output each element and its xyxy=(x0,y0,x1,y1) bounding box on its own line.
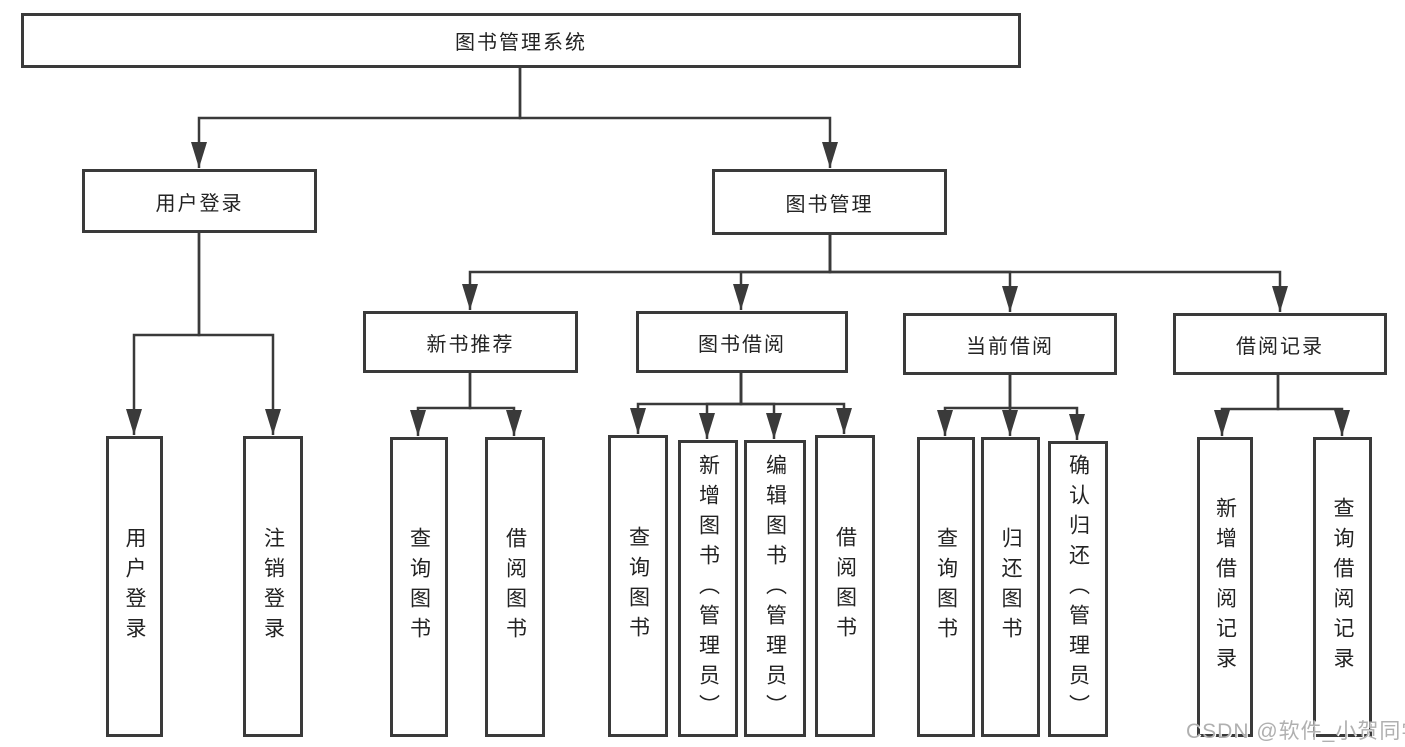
node-label-borrow-records: 借阅记录 xyxy=(1236,335,1324,358)
node-leaf-rec-borrow: 借阅图书 xyxy=(485,437,545,737)
node-label-leaf-login: 用户登录 xyxy=(123,526,146,647)
node-leaf-log-query: 查询借阅记录 xyxy=(1313,437,1372,737)
edge-book-borrow-to-leaf-bb-query xyxy=(630,373,743,434)
node-leaf-bb-add: 新增图书（管理员） xyxy=(678,440,738,737)
node-label-book-borrow: 图书借阅 xyxy=(698,333,786,356)
node-label-current-borrow: 当前借阅 xyxy=(966,335,1054,358)
node-label-leaf-bb-edit: 编辑图书（管理员） xyxy=(763,453,787,724)
node-book-borrow: 图书借阅 xyxy=(636,311,848,373)
node-leaf-bb-query: 查询图书 xyxy=(608,435,668,737)
edge-book-borrow-to-leaf-bb-edit xyxy=(739,373,782,439)
edge-book-borrow-to-leaf-bb-add xyxy=(699,373,743,439)
edge-borrow-records-to-leaf-log-add xyxy=(1214,375,1280,436)
csdn-watermark: CSDN @软件_小贺同学 xyxy=(1186,720,1405,743)
node-new-book-rec: 新书推荐 xyxy=(363,311,578,373)
node-borrow-records: 借阅记录 xyxy=(1173,313,1387,375)
edge-book-mgmt-to-new-book-rec xyxy=(462,235,832,310)
edge-current-borrow-to-leaf-cur-query xyxy=(937,375,1012,436)
node-leaf-rec-query: 查询图书 xyxy=(390,437,448,737)
node-label-leaf-log-query: 查询借阅记录 xyxy=(1331,497,1354,677)
node-label-system: 图书管理系统 xyxy=(455,32,587,54)
node-system: 图书管理系统 xyxy=(21,13,1021,68)
node-leaf-bb-borrow: 借阅图书 xyxy=(815,435,875,737)
node-user-login: 用户登录 xyxy=(82,169,317,233)
edge-system-to-book-mgmt xyxy=(518,68,838,168)
edge-book-mgmt-to-book-borrow xyxy=(733,235,832,310)
edge-book-borrow-to-leaf-bb-borrow xyxy=(739,373,852,434)
node-leaf-cur-query: 查询图书 xyxy=(917,437,975,737)
node-label-new-book-rec: 新书推荐 xyxy=(426,333,515,356)
node-current-borrow: 当前借阅 xyxy=(903,313,1117,375)
edge-new-book-rec-to-leaf-rec-query xyxy=(410,373,472,436)
edge-system-to-user-login xyxy=(191,68,522,168)
node-leaf-cur-confirm: 确认归还（管理员） xyxy=(1048,441,1108,737)
node-label-leaf-logout: 注销登录 xyxy=(261,526,285,647)
node-leaf-log-add: 新增借阅记录 xyxy=(1197,437,1253,737)
node-leaf-login: 用户登录 xyxy=(106,436,163,737)
node-book-mgmt: 图书管理 xyxy=(712,169,947,235)
node-label-leaf-rec-query: 查询图书 xyxy=(407,527,431,647)
connector-edges xyxy=(126,68,1350,440)
node-label-leaf-cur-query: 查询图书 xyxy=(934,527,958,647)
node-leaf-logout: 注销登录 xyxy=(243,436,303,737)
node-label-user-login: 用户登录 xyxy=(155,192,244,215)
node-leaf-cur-return: 归还图书 xyxy=(981,437,1040,737)
edge-book-mgmt-to-borrow-records xyxy=(828,235,1288,312)
node-leaf-bb-edit: 编辑图书（管理员） xyxy=(744,440,806,737)
edge-new-book-rec-to-leaf-rec-borrow xyxy=(468,373,522,436)
node-label-leaf-bb-query: 查询图书 xyxy=(626,526,650,646)
edge-borrow-records-to-leaf-log-query xyxy=(1276,375,1350,436)
edge-book-mgmt-to-current-borrow xyxy=(828,235,1018,312)
node-label-book-mgmt: 图书管理 xyxy=(785,193,874,216)
node-label-leaf-bb-borrow: 借阅图书 xyxy=(833,526,857,646)
node-label-leaf-cur-return: 归还图书 xyxy=(999,527,1022,647)
edge-user-login-to-leaf-login xyxy=(126,233,201,435)
edge-current-borrow-to-leaf-cur-confirm xyxy=(1008,375,1085,440)
node-label-leaf-rec-borrow: 借阅图书 xyxy=(503,527,527,647)
node-label-leaf-log-add: 新增借阅记录 xyxy=(1213,497,1237,677)
node-label-leaf-bb-add: 新增图书（管理员） xyxy=(696,453,720,724)
edge-user-login-to-leaf-logout xyxy=(197,233,281,435)
node-label-leaf-cur-confirm: 确认归还（管理员） xyxy=(1066,454,1090,724)
